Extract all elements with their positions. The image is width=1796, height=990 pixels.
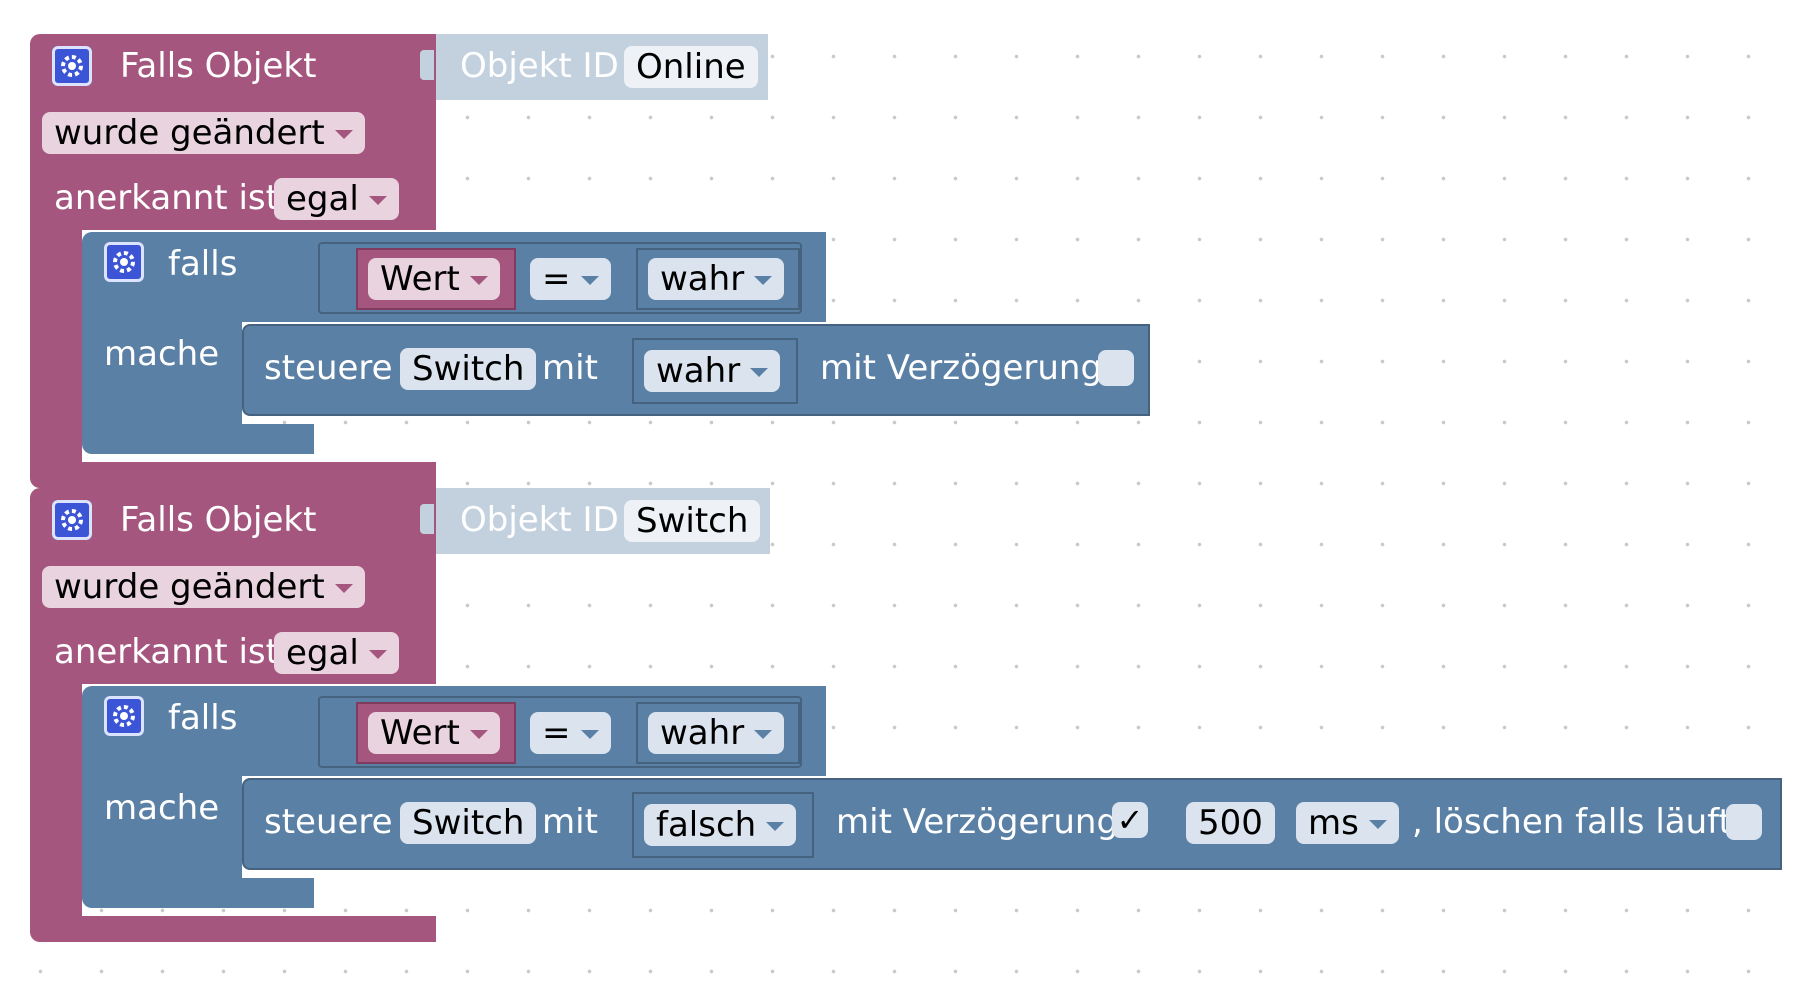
value-dropdown[interactable]: Wert bbox=[368, 258, 500, 300]
value-dropdown[interactable]: Wert bbox=[368, 712, 500, 754]
object-id-value[interactable]: Switch bbox=[624, 500, 761, 542]
object-id-value[interactable]: Online bbox=[624, 46, 758, 88]
clear-checkbox[interactable] bbox=[1726, 804, 1762, 840]
event-block-spine bbox=[30, 226, 82, 466]
value-dropdown-label: Wert bbox=[380, 259, 460, 299]
action-value-dropdown[interactable]: falsch bbox=[644, 804, 797, 846]
delay-value-input[interactable]: 500 bbox=[1186, 802, 1275, 844]
trigger-block-2: Falls Objekt Objekt ID Switch wurde geän… bbox=[0, 454, 1796, 954]
delay-unit-label: ms bbox=[1308, 803, 1359, 843]
gear-icon[interactable] bbox=[104, 242, 144, 282]
action-label: steuere bbox=[264, 348, 393, 388]
operator-dropdown[interactable]: = bbox=[530, 712, 611, 754]
delay-label: mit Verzögerung bbox=[836, 802, 1119, 842]
ack-dropdown[interactable]: egal bbox=[274, 178, 399, 220]
delay-checkbox[interactable]: ✓ bbox=[1112, 802, 1148, 838]
chevron-down-icon bbox=[1368, 820, 1387, 829]
object-id-label: Objekt ID bbox=[460, 500, 619, 540]
gear-icon[interactable] bbox=[52, 500, 92, 540]
if-block-footer bbox=[82, 424, 314, 454]
event-block-footer bbox=[30, 916, 436, 942]
chevron-down-icon bbox=[754, 730, 773, 739]
do-label: mache bbox=[104, 788, 220, 828]
chevron-down-icon bbox=[580, 276, 599, 285]
bool-dropdown-label: wahr bbox=[660, 713, 745, 753]
delay-unit-dropdown[interactable]: ms bbox=[1296, 802, 1399, 844]
trigger-label: Falls Objekt bbox=[120, 500, 317, 540]
chevron-down-icon bbox=[469, 730, 488, 739]
change-dropdown[interactable]: wurde geändert bbox=[42, 566, 365, 608]
ack-dropdown-label: egal bbox=[286, 633, 359, 673]
with-label: mit bbox=[542, 802, 598, 842]
value-dropdown-label: Wert bbox=[380, 713, 460, 753]
event-block-footer bbox=[30, 462, 436, 488]
trigger-label: Falls Objekt bbox=[120, 46, 317, 86]
chevron-down-icon bbox=[334, 584, 353, 593]
chevron-down-icon bbox=[754, 276, 773, 285]
ack-dropdown-label: egal bbox=[286, 179, 359, 219]
if-block-spine bbox=[82, 318, 242, 428]
operator-dropdown-label: = bbox=[542, 259, 571, 299]
chevron-down-icon bbox=[368, 196, 387, 205]
action-value-dropdown-label: wahr bbox=[656, 351, 741, 391]
chevron-down-icon bbox=[469, 276, 488, 285]
delay-checkbox[interactable] bbox=[1098, 350, 1134, 386]
action-value-dropdown[interactable]: wahr bbox=[644, 350, 781, 392]
if-label: falls bbox=[168, 244, 238, 284]
action-label: steuere bbox=[264, 802, 393, 842]
if-block-footer bbox=[82, 878, 314, 908]
operator-dropdown[interactable]: = bbox=[530, 258, 611, 300]
delay-label: mit Verzögerung bbox=[820, 348, 1103, 388]
bool-dropdown-label: wahr bbox=[660, 259, 745, 299]
gear-icon[interactable] bbox=[104, 696, 144, 736]
if-block-spine bbox=[82, 772, 242, 882]
object-id-label: Objekt ID bbox=[460, 46, 619, 86]
ack-label: anerkannt ist bbox=[54, 178, 279, 218]
clear-label: , löschen falls läuft bbox=[1412, 802, 1732, 842]
with-label: mit bbox=[542, 348, 598, 388]
action-target[interactable]: Switch bbox=[400, 348, 537, 390]
object-id-connector bbox=[420, 50, 434, 80]
trigger-block-1: Falls Objekt Objekt ID Online wurde geän… bbox=[0, 0, 1796, 488]
ack-dropdown[interactable]: egal bbox=[274, 632, 399, 674]
event-block-spine bbox=[30, 680, 82, 920]
chevron-down-icon bbox=[750, 368, 769, 377]
change-dropdown-label: wurde geändert bbox=[54, 113, 325, 153]
object-id-connector bbox=[420, 504, 434, 534]
bool-dropdown[interactable]: wahr bbox=[648, 712, 785, 754]
chevron-down-icon bbox=[334, 130, 353, 139]
action-value-dropdown-label: falsch bbox=[656, 805, 757, 845]
action-block[interactable] bbox=[242, 778, 1782, 870]
do-label: mache bbox=[104, 334, 220, 374]
operator-dropdown-label: = bbox=[542, 713, 571, 753]
change-dropdown-label: wurde geändert bbox=[54, 567, 325, 607]
gear-icon[interactable] bbox=[52, 46, 92, 86]
if-label: falls bbox=[168, 698, 238, 738]
chevron-down-icon bbox=[766, 822, 785, 831]
change-dropdown[interactable]: wurde geändert bbox=[42, 112, 365, 154]
chevron-down-icon bbox=[580, 730, 599, 739]
bool-dropdown[interactable]: wahr bbox=[648, 258, 785, 300]
action-target[interactable]: Switch bbox=[400, 802, 537, 844]
ack-label: anerkannt ist bbox=[54, 632, 279, 672]
chevron-down-icon bbox=[368, 650, 387, 659]
